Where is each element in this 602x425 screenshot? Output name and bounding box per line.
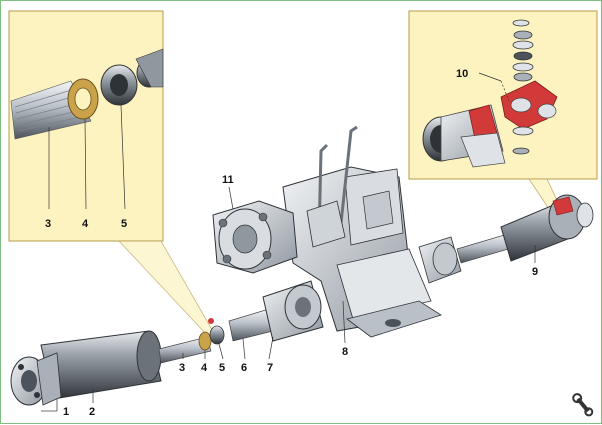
- label-8: 8: [342, 346, 348, 358]
- mounting-bracket: [346, 300, 442, 338]
- inset-right: 10: [408, 10, 598, 180]
- control-rod-2: [339, 125, 358, 224]
- inset-right-label-10: 10: [456, 68, 468, 80]
- bushing-part-5: [209, 325, 225, 345]
- connection-marker-dot: [208, 318, 214, 324]
- wrench-icon: [572, 393, 594, 417]
- main-assembly: [10, 125, 594, 406]
- label-2: 2: [89, 406, 95, 418]
- label-9: 9: [532, 266, 538, 278]
- inset-left: 3 4 5: [8, 10, 164, 242]
- label-11: 11: [222, 174, 234, 186]
- ring-part-4: [198, 331, 212, 351]
- inset-bearing-stack: [512, 19, 534, 82]
- inset-left-label-4: 4: [82, 218, 89, 230]
- inset-left-callout: [118, 240, 216, 336]
- label-1: 1: [63, 406, 69, 418]
- inset-bearing-stack-lower: [512, 126, 534, 155]
- label-3: 3: [179, 362, 185, 374]
- shift-mechanism: [306, 200, 346, 248]
- label-6: 6: [241, 362, 247, 374]
- inset-left-label-5: 5: [121, 218, 127, 230]
- transfer-case-lower: [336, 248, 432, 320]
- label-5: 5: [219, 362, 225, 374]
- label-4: 4: [201, 362, 208, 374]
- leader-lines: [41, 186, 536, 412]
- inset-left-label-3: 3: [45, 218, 51, 230]
- label-7: 7: [267, 362, 273, 374]
- splined-shaft: [158, 336, 212, 364]
